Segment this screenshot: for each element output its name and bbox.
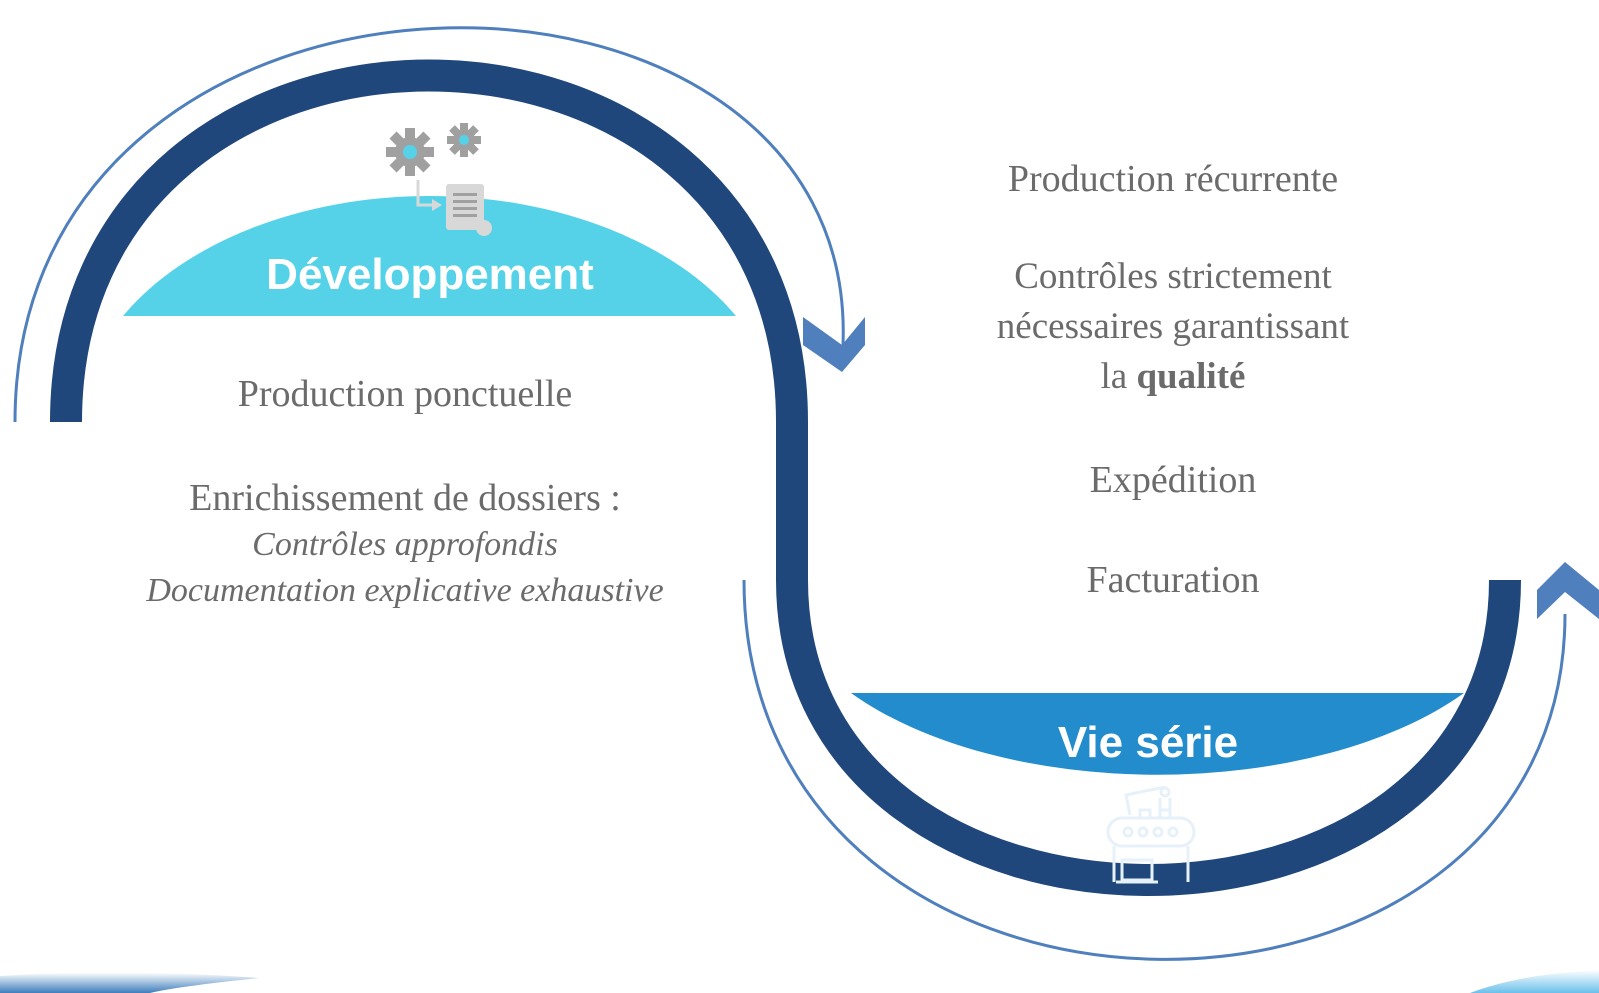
arrow-up-icon [1537, 562, 1599, 619]
series-controls-quality: qualité [1136, 356, 1246, 397]
bottom-right-swoosh [1470, 970, 1599, 993]
arrow-down-icon [803, 317, 865, 372]
development-production-label: Production ponctuelle [237, 373, 573, 415]
series-shipping-label: Expédition [1089, 459, 1257, 501]
series-billing-label: Facturation [1086, 559, 1260, 601]
main-s-curve [50, 59, 1521, 896]
series-title: Vie série [1057, 718, 1239, 767]
development-detail-documentation: Documentation explicative exhaustive [146, 572, 664, 609]
series-cap [851, 693, 1464, 775]
series-controls-line3-prefix: la [1100, 356, 1137, 397]
series-controls-line3: la qualité [873, 352, 1473, 402]
development-title: Développement [266, 250, 594, 299]
series-controls-line1: Contrôles strictement [1014, 256, 1332, 297]
outer-arc-top [13, 26, 845, 423]
series-production-label: Production récurrente [1007, 158, 1339, 200]
robot-arm-conveyor-icon [1106, 785, 1196, 884]
series-controls-line2: nécessaires garantissant [996, 306, 1350, 347]
outer-arc-bottom [742, 579, 1567, 961]
development-cap [123, 196, 736, 316]
bottom-left-swoosh [0, 972, 260, 993]
development-enrichment-label: Enrichissement de dossiers : [189, 477, 621, 519]
gears-document-icon [386, 123, 492, 236]
development-detail-controls: Contrôles approfondis [252, 526, 558, 563]
